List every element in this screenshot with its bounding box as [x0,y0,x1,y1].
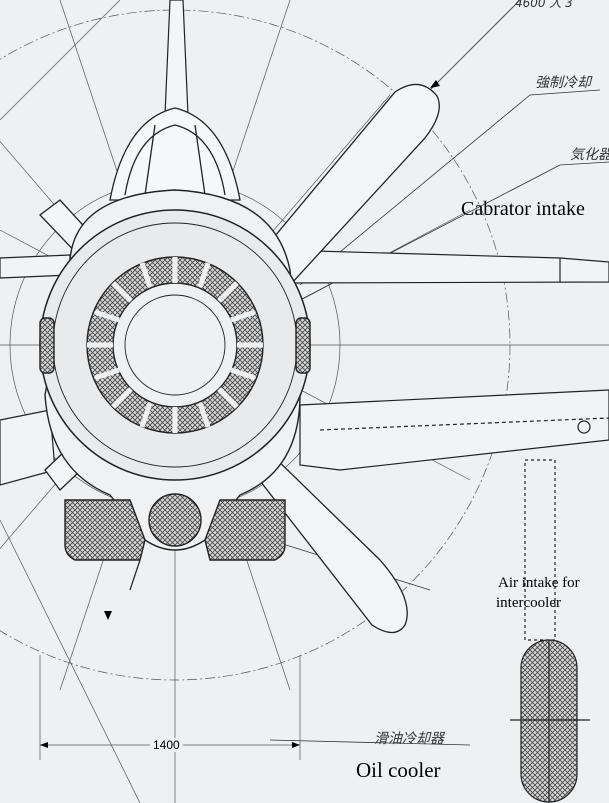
left-wing [0,254,71,486]
air-intake-label-line2: intercooler [496,595,561,611]
dimension-arrows [40,80,440,748]
forced-cooling-annotation: 強制冷却 [535,75,591,91]
right-wing [279,249,609,471]
carburetor-annotation: 気化器 [570,147,609,163]
oil-cooler-label: Oil cooler [356,758,441,782]
tail-fin [164,0,189,116]
landing-gear [510,459,590,803]
oil-cooler [64,493,286,591]
oil-cooler-annotation: 滑油冷却器 [374,731,444,747]
leader-lines [269,0,609,746]
air-intake-label-line1: Air intake for [498,575,580,591]
carburetor-intake-label: Cabrator intake [461,198,585,220]
cowling [39,189,311,551]
top-dimension-annotation: 4600 人 3 [515,0,573,10]
cylinder-fins [87,257,263,433]
dimension-1400: 1400 [150,738,183,752]
canopy [109,107,241,201]
